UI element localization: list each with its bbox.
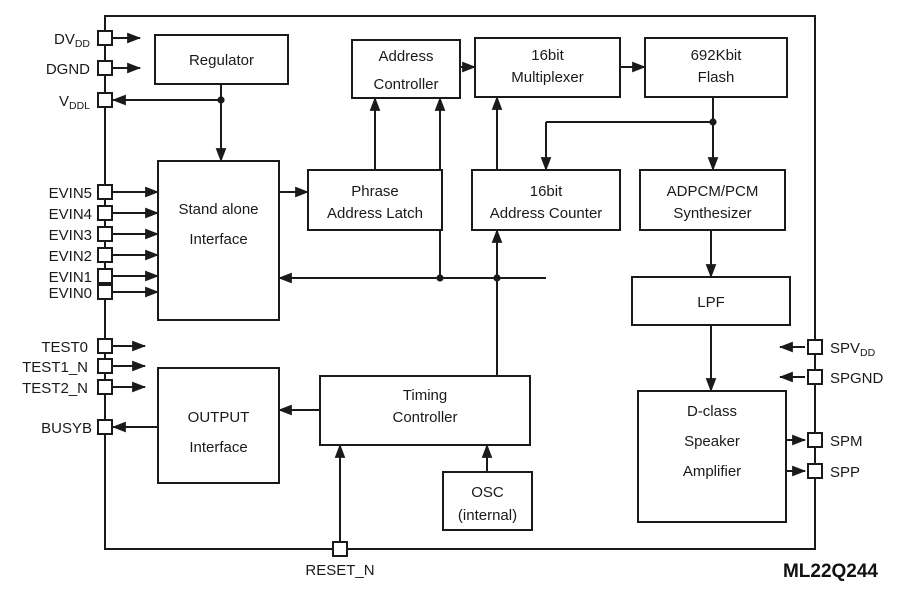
blocks-layer: Regulator Address Controller 16bit Multi… (154, 34, 791, 531)
block-label-phrase-2: Address Latch (327, 205, 423, 222)
pin-evin5[interactable]: EVIN5 (49, 184, 113, 202)
pin-evin2[interactable]: EVIN2 (49, 247, 113, 265)
block-label-counter-2: Address Counter (490, 205, 603, 222)
pin-test2-n[interactable]: TEST2_N (22, 379, 113, 397)
block-label-multiplexer-2: Multiplexer (511, 69, 584, 86)
block-16bit-multiplexer[interactable]: 16bit Multiplexer (474, 37, 621, 98)
block-label-dclass-3: Amplifier (683, 463, 741, 480)
pin-label-vddl: V (59, 93, 69, 110)
pin-label-test2-n: TEST2_N (22, 380, 88, 397)
pin-label-evin3: EVIN3 (49, 227, 92, 244)
junction-regulator (217, 96, 225, 104)
pin-vddl[interactable]: VDDL (59, 92, 113, 112)
block-d-class-speaker-amplifier[interactable]: D-class Speaker Amplifier (637, 390, 787, 523)
block-label-timing-2: Controller (392, 409, 457, 426)
block-lpf[interactable]: LPF (631, 276, 791, 326)
svg-text:DVDD: DVDD (54, 31, 90, 50)
block-label-output-1: OUTPUT (188, 409, 250, 426)
block-label-osc-2: (internal) (458, 507, 517, 524)
block-label-multiplexer-1: 16bit (531, 47, 564, 64)
block-stand-alone-interface[interactable]: Stand alone Interface (157, 160, 280, 321)
pin-sub-dvdd: DD (75, 38, 91, 50)
junction-flash (709, 118, 717, 126)
pin-label-dvdd: DV (54, 31, 75, 48)
block-label-osc-1: OSC (471, 484, 504, 501)
wires (104, 16, 816, 549)
block-output-interface[interactable]: OUTPUT Interface (157, 367, 280, 484)
pin-spm[interactable]: SPM (807, 432, 863, 450)
block-692kbit-flash[interactable]: 692Kbit Flash (644, 37, 788, 98)
pin-label-busyb: BUSYB (41, 420, 92, 437)
block-label-phrase-1: Phrase (351, 183, 399, 200)
pin-label-evin0: EVIN0 (49, 285, 92, 302)
junction-bus-a (436, 274, 444, 282)
pin-label-spm: SPM (830, 433, 863, 450)
pin-label-spvdd: SPV (830, 340, 860, 357)
block-osc[interactable]: OSC (internal) (442, 471, 533, 531)
pin-busyb[interactable]: BUSYB (41, 419, 113, 437)
left-pins: DVDD DGND VDDL EVIN5 EVIN4 EVIN3 EVIN2 (22, 30, 113, 437)
pin-label-test0: TEST0 (41, 339, 88, 356)
block-label-counter-1: 16bit (530, 183, 563, 200)
pin-evin3[interactable]: EVIN3 (49, 226, 113, 244)
pin-label-evin5: EVIN5 (49, 185, 92, 202)
block-label-flash-2: Flash (698, 69, 735, 86)
block-label-adpcm-2: Synthesizer (673, 205, 751, 222)
pin-label-dgnd: DGND (46, 61, 90, 78)
pin-test0[interactable]: TEST0 (41, 338, 113, 356)
pin-sub-spvdd: DD (860, 347, 876, 359)
pin-reset-n[interactable]: RESET_N (305, 541, 375, 579)
block-label-timing-1: Timing (403, 387, 447, 404)
pin-evin0[interactable]: EVIN0 (49, 284, 113, 302)
pin-spvdd[interactable]: SPVDD (807, 339, 876, 359)
block-16bit-address-counter[interactable]: 16bit Address Counter (471, 169, 621, 231)
pin-dgnd[interactable]: DGND (46, 60, 113, 78)
block-label-standalone-1: Stand alone (178, 201, 258, 218)
pin-spp[interactable]: SPP (807, 463, 860, 481)
pin-dvdd[interactable]: DVDD (54, 30, 113, 50)
block-address-controller[interactable]: Address Controller (351, 39, 461, 99)
pin-sub-vddl: DDL (69, 100, 90, 112)
block-label-lpf: LPF (697, 294, 725, 311)
block-label-standalone-2: Interface (189, 231, 247, 248)
right-pins: SPVDD SPGND SPM SPP (807, 339, 884, 481)
block-label-dclass-1: D-class (687, 403, 737, 420)
svg-text:VDDL: VDDL (59, 93, 90, 112)
pin-label-reset-n: RESET_N (305, 562, 374, 579)
block-timing-controller[interactable]: Timing Controller (319, 375, 531, 446)
pin-label-spgnd: SPGND (830, 370, 884, 387)
block-label-address-controller-2: Controller (373, 76, 438, 93)
block-label-dclass-2: Speaker (684, 433, 740, 450)
pin-label-evin4: EVIN4 (49, 206, 92, 223)
block-label-output-2: Interface (189, 439, 247, 456)
pin-evin1[interactable]: EVIN1 (49, 268, 113, 286)
block-phrase-address-latch[interactable]: Phrase Address Latch (307, 169, 443, 231)
pin-label-spp: SPP (830, 464, 860, 481)
pin-label-evin1: EVIN1 (49, 269, 92, 286)
block-label-adpcm-1: ADPCM/PCM (667, 183, 759, 200)
pin-spgnd[interactable]: SPGND (807, 369, 884, 387)
block-label-regulator: Regulator (189, 52, 254, 69)
svg-text:SPVDD: SPVDD (830, 340, 876, 359)
part-number-title: ML22Q244 (783, 561, 878, 582)
block-regulator[interactable]: Regulator (154, 34, 289, 85)
pin-evin4[interactable]: EVIN4 (49, 205, 113, 223)
pin-test1-n[interactable]: TEST1_N (22, 358, 113, 376)
block-label-flash-1: 692Kbit (691, 47, 743, 64)
pin-label-evin2: EVIN2 (49, 248, 92, 265)
pin-label-test1-n: TEST1_N (22, 359, 88, 376)
block-adpcm-pcm-synthesizer[interactable]: ADPCM/PCM Synthesizer (639, 169, 786, 231)
block-label-address-controller-1: Address (378, 48, 433, 65)
